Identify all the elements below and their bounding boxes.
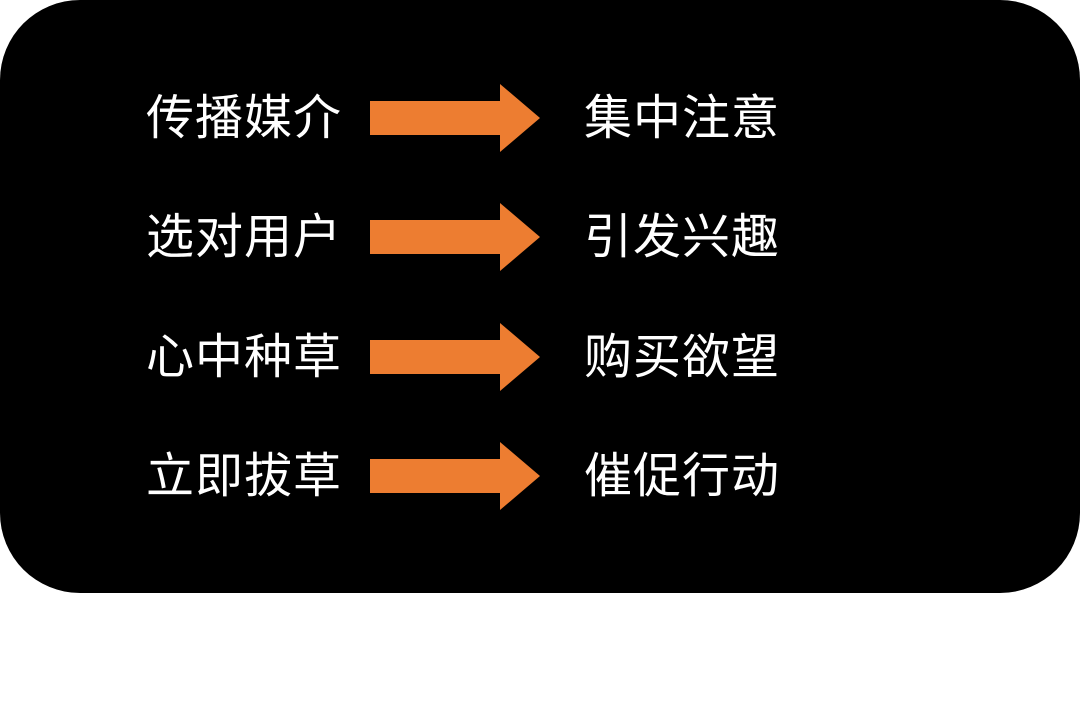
right-arrow-icon xyxy=(370,442,540,510)
flow-row-4: 立即拔草 催促行动 xyxy=(0,436,1080,516)
result-label: 引发兴趣 xyxy=(584,209,781,265)
result-label: 催促行动 xyxy=(584,448,781,504)
flow-row-2: 选对用户 引发兴趣 xyxy=(0,197,1080,277)
source-label: 传播媒介 xyxy=(146,90,343,146)
result-label: 集中注意 xyxy=(584,90,781,146)
flow-row-1: 传播媒介 集中注意 xyxy=(0,78,1080,158)
flow-row-3: 心中种草 购买欲望 xyxy=(0,317,1080,397)
source-label: 选对用户 xyxy=(146,209,343,265)
right-arrow-icon xyxy=(370,203,540,271)
source-label: 立即拔草 xyxy=(146,448,343,504)
result-label: 购买欲望 xyxy=(584,329,781,385)
diagram-panel: 传播媒介 集中注意 选对用户 引发兴趣 心中种草 购买欲望 立即拔草 催促行动 xyxy=(0,0,1080,593)
right-arrow-icon xyxy=(370,323,540,391)
right-arrow-icon xyxy=(370,84,540,152)
source-label: 心中种草 xyxy=(146,329,343,385)
